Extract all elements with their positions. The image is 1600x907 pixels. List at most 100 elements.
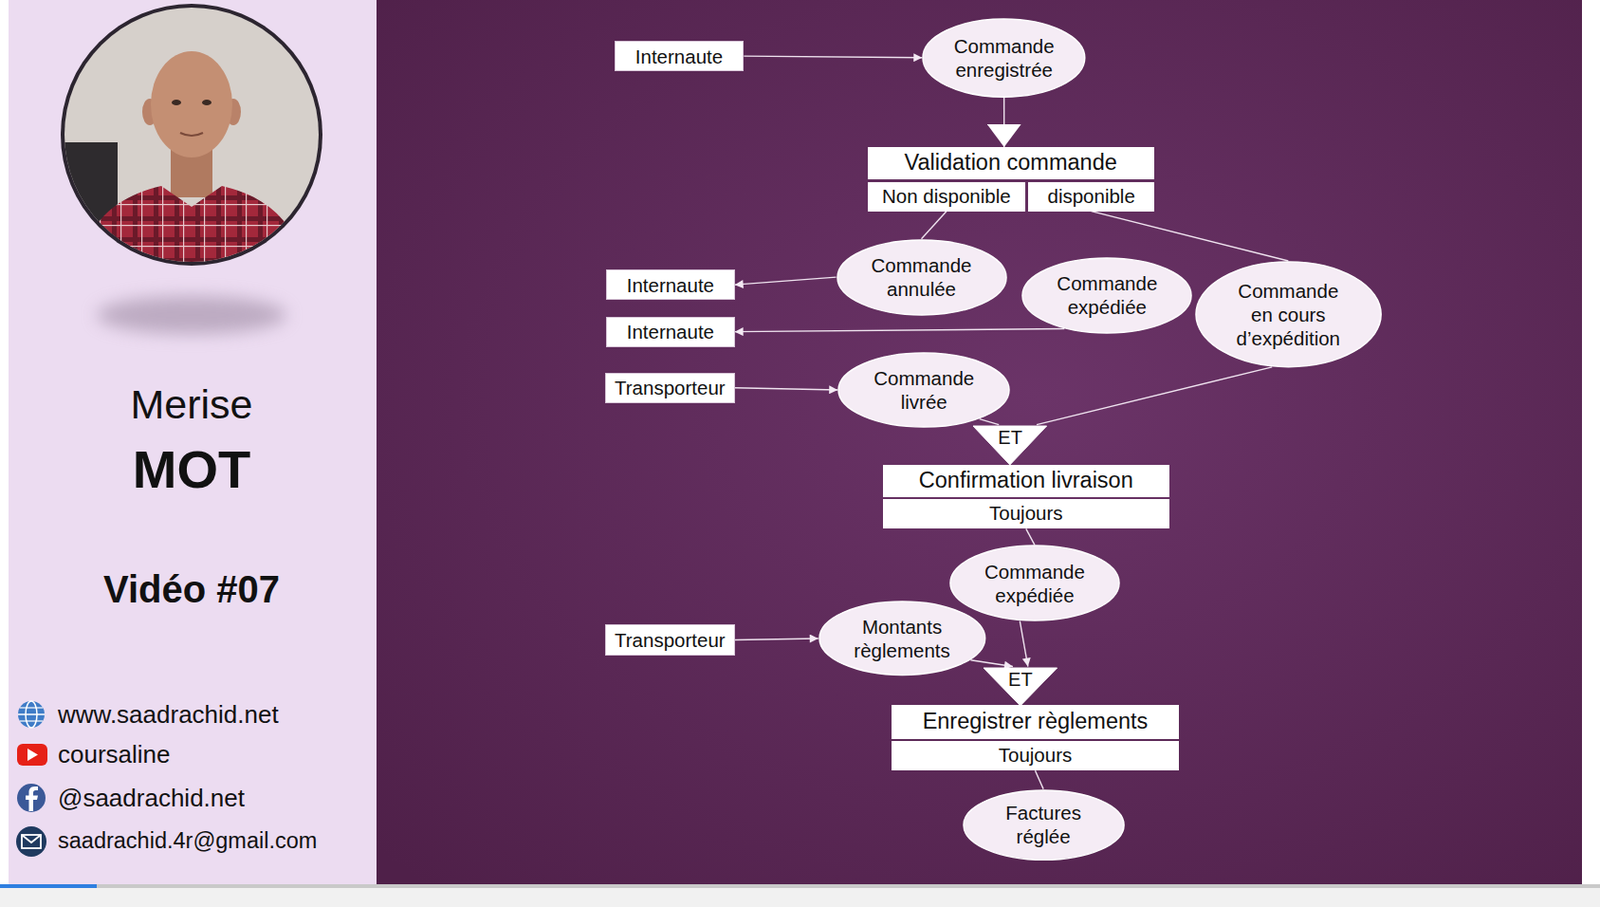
connector-group	[735, 55, 1289, 789]
email-link: saadrachid.4r@gmail.com	[57, 828, 317, 854]
node-text: disponible	[1047, 186, 1135, 207]
globe-icon	[19, 706, 43, 708]
photo-head	[150, 51, 233, 158]
node-text: Commande expédiée	[1050, 271, 1163, 319]
actor-box: Transporteur	[605, 372, 736, 404]
node-text: Commande enregistrée	[948, 34, 1061, 82]
node-text: Transporteur	[614, 627, 726, 652]
node-text: Internaute	[626, 273, 715, 297]
event-ellipse: Commande livrée	[837, 351, 1011, 428]
flow-arrow	[1003, 97, 1005, 148]
portrait-photo	[60, 3, 323, 277]
actor-box: Internaute	[606, 269, 736, 300]
flow-arrow	[735, 328, 1066, 332]
progress-fill	[0, 883, 97, 888]
flow-arrow	[970, 660, 1013, 667]
node-text: Non disponible	[882, 186, 1012, 207]
mail-icon	[21, 834, 41, 848]
photo-chair	[60, 142, 118, 266]
topic-title: MOT	[132, 440, 251, 499]
result-cell: disponible	[1028, 182, 1154, 212]
flow-arrow	[735, 276, 837, 285]
ellipse-outline	[818, 600, 987, 676]
ellipse-outline	[838, 352, 1010, 427]
event-ellipse: Commande annulée	[836, 239, 1008, 316]
node-text: Transporteur	[614, 375, 726, 400]
video-number: Vidéo #07	[103, 568, 280, 610]
result-cell: Non disponible	[867, 182, 1027, 212]
flow-arrow	[1036, 367, 1272, 425]
actor-box: Internaute	[614, 40, 745, 72]
operation-title: Confirmation livraison	[882, 464, 1170, 497]
side-panel	[8, 0, 377, 884]
ellipse-outline	[837, 351, 1011, 428]
facebook-icon	[17, 783, 46, 812]
photo-eye	[171, 99, 182, 106]
photo-mouth	[180, 132, 203, 136]
event-ellipse: Commande expédiée	[1021, 257, 1193, 334]
ellipse-outline	[1021, 257, 1193, 334]
node-text: ET	[982, 666, 1059, 689]
event-ellipse: Factures réglée	[962, 789, 1125, 861]
triangle-outline	[973, 425, 1048, 465]
mail-icon	[21, 834, 41, 843]
globe-icon	[18, 700, 45, 728]
operation-title: Validation commande	[867, 147, 1155, 180]
ellipse-outline	[921, 18, 1086, 98]
flow-arrow	[735, 387, 839, 390]
event-ellipse: Commande expédiée	[949, 544, 1121, 622]
ellipse-outline	[836, 239, 1008, 316]
player-bar	[0, 883, 1600, 907]
flow-arrow	[1026, 528, 1035, 545]
node-text: Commande en cours d’expédition	[1232, 278, 1344, 350]
slide-ground	[376, 0, 1582, 884]
globe-icon	[18, 713, 45, 716]
flow-arrow	[1019, 621, 1029, 667]
flow-arrow	[1091, 211, 1289, 261]
facebook-icon	[25, 786, 38, 811]
ellipse-outline	[837, 239, 1007, 315]
result-cell: Toujours	[891, 740, 1178, 771]
flow-arrow	[921, 211, 947, 240]
facebook-link: @saadrachid.net	[57, 784, 245, 812]
globe-icon	[19, 719, 43, 721]
flow-arrow	[735, 638, 819, 641]
node-text: Factures réglée	[987, 800, 1100, 848]
photo-eye	[202, 99, 212, 106]
ellipse-outline	[949, 544, 1121, 622]
sync-triangle: ET	[982, 666, 1059, 706]
node-text: ET	[972, 424, 1049, 447]
ellipse-outline	[1022, 257, 1192, 333]
node-text: Commande expédiée	[978, 559, 1091, 607]
ellipse-outline	[950, 545, 1120, 621]
mail-icon	[16, 826, 47, 857]
flow-arrow	[979, 419, 999, 425]
event-ellipse: Montants règlements	[818, 600, 987, 676]
operation-box: Enregistrer règlementsToujours	[891, 704, 1178, 771]
photo-shadow	[96, 295, 287, 334]
result-cell: Toujours	[882, 498, 1170, 529]
ellipse-outline	[963, 790, 1124, 860]
course-name: Merise	[129, 382, 253, 427]
node-text: Toujours	[989, 503, 1064, 524]
event-ellipse: Commande enregistrée	[921, 18, 1086, 98]
mail-icon	[16, 826, 47, 857]
youtube-link: coursaline	[57, 740, 171, 769]
triangle-outline	[983, 667, 1058, 706]
youtube-icon	[17, 743, 48, 766]
node-text: Commande annulée	[865, 253, 978, 301]
flow-arrow	[743, 55, 922, 58]
ellipse-outline	[962, 789, 1125, 861]
youtube-icon	[17, 743, 48, 766]
facebook-icon	[17, 783, 46, 812]
event-ellipse: Commande en cours d’expédition	[1195, 260, 1382, 368]
youtube-icon	[27, 748, 38, 761]
operation-box: Validation commandeNon disponible disponi…	[867, 147, 1155, 212]
ellipse-outline	[819, 601, 986, 675]
ellipse-outline	[922, 18, 1086, 97]
globe-icon	[18, 700, 45, 728]
operation-title: Enregistrer règlements	[891, 704, 1178, 739]
actor-box: Internaute	[606, 316, 736, 348]
